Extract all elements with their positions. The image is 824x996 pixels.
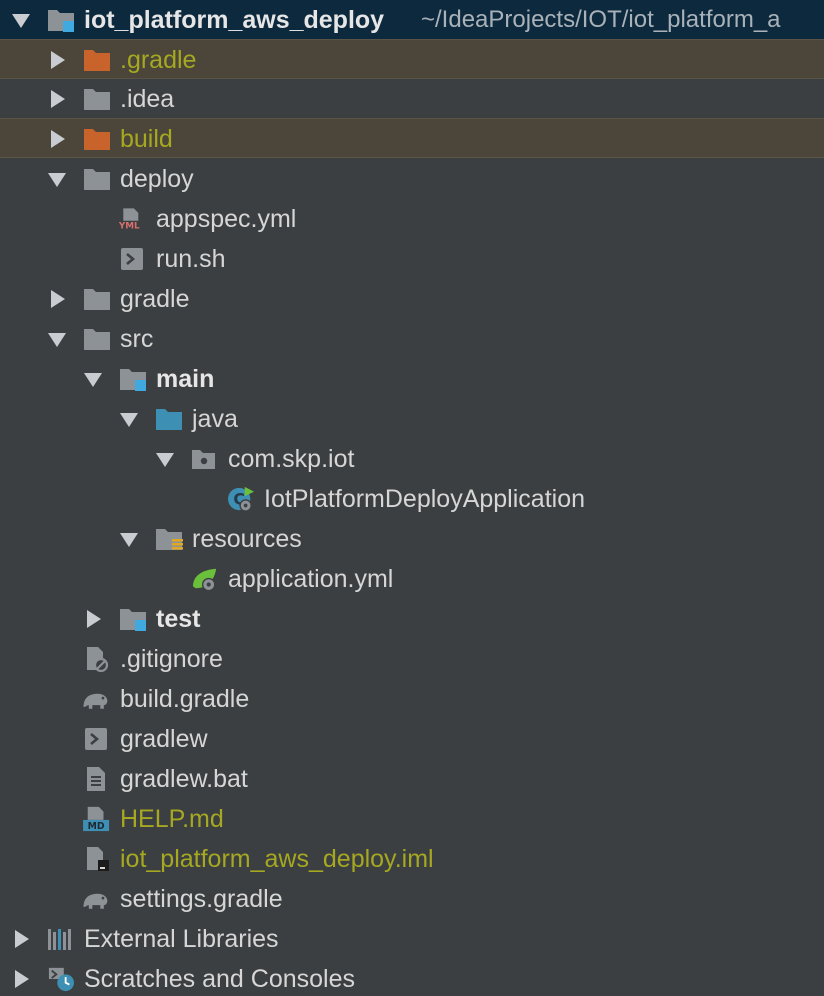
package-icon (192, 450, 215, 469)
library-icon (48, 929, 71, 950)
gradle-elephant-icon (83, 893, 108, 909)
markdown-file-icon: MD (83, 806, 110, 832)
tree-item-label: gradlew (120, 725, 208, 753)
tree-row-app-class[interactable]: C IotPlatformDeployApplication (0, 479, 824, 519)
expand-arrow-right-icon[interactable] (82, 608, 104, 630)
expand-arrow-right-icon[interactable] (46, 288, 68, 310)
svg-text:C: C (233, 490, 245, 509)
tree-row-resources[interactable]: resources (0, 519, 824, 559)
text-file-icon (87, 767, 105, 791)
module-folder-icon (48, 10, 74, 32)
tree-row-deploy-dir[interactable]: deploy (0, 159, 824, 199)
expand-arrow-down-icon[interactable] (82, 368, 104, 390)
tree-row-scratches[interactable]: Scratches and Consoles (0, 959, 824, 996)
ignore-file-icon (87, 647, 109, 672)
tree-row-build-gradle[interactable]: build.gradle (0, 679, 824, 719)
tree-item-label: src (120, 325, 154, 353)
project-name: iot_platform_aws_deploy (84, 6, 385, 34)
tree-row-gitignore[interactable]: .gitignore (0, 639, 824, 679)
resources-folder-icon (156, 529, 183, 550)
folder-icon (84, 89, 110, 110)
expand-arrow-right-icon[interactable] (10, 968, 32, 990)
tree-row-help-md[interactable]: MD HELP.md (0, 799, 824, 839)
expand-arrow-down-icon[interactable] (118, 528, 140, 550)
expand-arrow-right-icon[interactable] (10, 928, 32, 950)
tree-item-label: com.skp.iot (228, 445, 355, 473)
tree-row-run-sh[interactable]: run.sh (0, 239, 824, 279)
folder-excluded-icon (84, 50, 110, 71)
tree-item-label: HELP.md (120, 805, 224, 833)
tree-item-label: .idea (120, 85, 175, 113)
tree-item-label: IotPlatformDeployApplication (264, 485, 585, 513)
tree-item-label: resources (192, 525, 302, 553)
spring-config-icon (192, 568, 217, 592)
expand-arrow-right-icon[interactable] (46, 49, 68, 71)
tree-row-settings-gradle[interactable]: settings.gradle (0, 879, 824, 919)
tree-row-src-dir[interactable]: src (0, 319, 824, 359)
shell-script-icon (121, 248, 143, 270)
tree-row-idea-dir[interactable]: .idea (0, 79, 824, 119)
folder-icon (84, 329, 110, 350)
tree-item-label: External Libraries (84, 925, 279, 953)
tree-row-appspec[interactable]: YML appspec.yml (0, 199, 824, 239)
tree-item-label: settings.gradle (120, 885, 283, 913)
tree-item-label: iot_platform_aws_deploy.iml (120, 845, 434, 873)
tree-row-test-module[interactable]: test (0, 599, 824, 639)
tree-item-label: deploy (120, 165, 194, 193)
tree-row-gradlew[interactable]: gradlew (0, 719, 824, 759)
tree-row-project-root[interactable]: iot_platform_aws_deploy ~/IdeaProjects/I… (0, 0, 824, 40)
gradle-elephant-icon (83, 693, 108, 709)
tree-item-label: build (120, 125, 173, 153)
tree-item-label: test (156, 605, 201, 633)
tree-row-iml-file[interactable]: iot_platform_aws_deploy.iml (0, 839, 824, 879)
md-badge: MD (88, 821, 105, 832)
project-path: ~/IdeaProjects/IOT/iot_platform_a (421, 6, 781, 33)
expand-arrow-down-icon[interactable] (46, 328, 68, 350)
tree-row-gradle-dir[interactable]: .gradle (0, 39, 824, 79)
tree-item-label: gradlew.bat (120, 765, 248, 793)
tree-row-gradle-folder[interactable]: gradle (0, 279, 824, 319)
expand-arrow-down-icon[interactable] (118, 408, 140, 430)
scratches-clock-icon (48, 967, 74, 992)
module-file-icon (87, 847, 109, 871)
tree-row-gradlew-bat[interactable]: gradlew.bat (0, 759, 824, 799)
source-folder-icon (156, 409, 182, 430)
yml-file-icon: YML (118, 208, 140, 232)
tree-item-label: Scratches and Consoles (84, 965, 355, 993)
tree-item-label: build.gradle (120, 685, 250, 713)
tree-item-label: main (156, 365, 215, 393)
folder-icon (84, 169, 110, 190)
spring-boot-class-icon: C (228, 486, 254, 512)
tree-item-label: .gitignore (120, 645, 223, 673)
tree-item-label: gradle (120, 285, 190, 313)
tree-row-external-libraries[interactable]: External Libraries (0, 919, 824, 959)
expand-arrow-down-icon[interactable] (10, 9, 32, 31)
tree-row-package[interactable]: com.skp.iot (0, 439, 824, 479)
tree-item-label: .gradle (120, 46, 197, 74)
tree-item-label: run.sh (156, 245, 226, 273)
tree-item-label: application.yml (228, 565, 394, 593)
tree-row-java-source[interactable]: java (0, 399, 824, 439)
module-folder-icon (120, 609, 146, 631)
tree-row-main-module[interactable]: main (0, 359, 824, 399)
folder-excluded-icon (84, 129, 110, 150)
module-folder-icon (120, 369, 146, 391)
expand-arrow-down-icon[interactable] (46, 168, 68, 190)
tree-item-label: appspec.yml (156, 205, 297, 233)
shell-script-icon (85, 728, 107, 750)
expand-arrow-down-icon[interactable] (154, 448, 176, 470)
yml-badge: YML (118, 222, 140, 232)
expand-arrow-right-icon[interactable] (46, 88, 68, 110)
expand-arrow-right-icon[interactable] (46, 128, 68, 150)
tree-row-application-yml[interactable]: application.yml (0, 559, 824, 599)
tree-item-label: java (192, 405, 238, 433)
tree-row-build-dir[interactable]: build (0, 118, 824, 158)
folder-icon (84, 289, 110, 310)
